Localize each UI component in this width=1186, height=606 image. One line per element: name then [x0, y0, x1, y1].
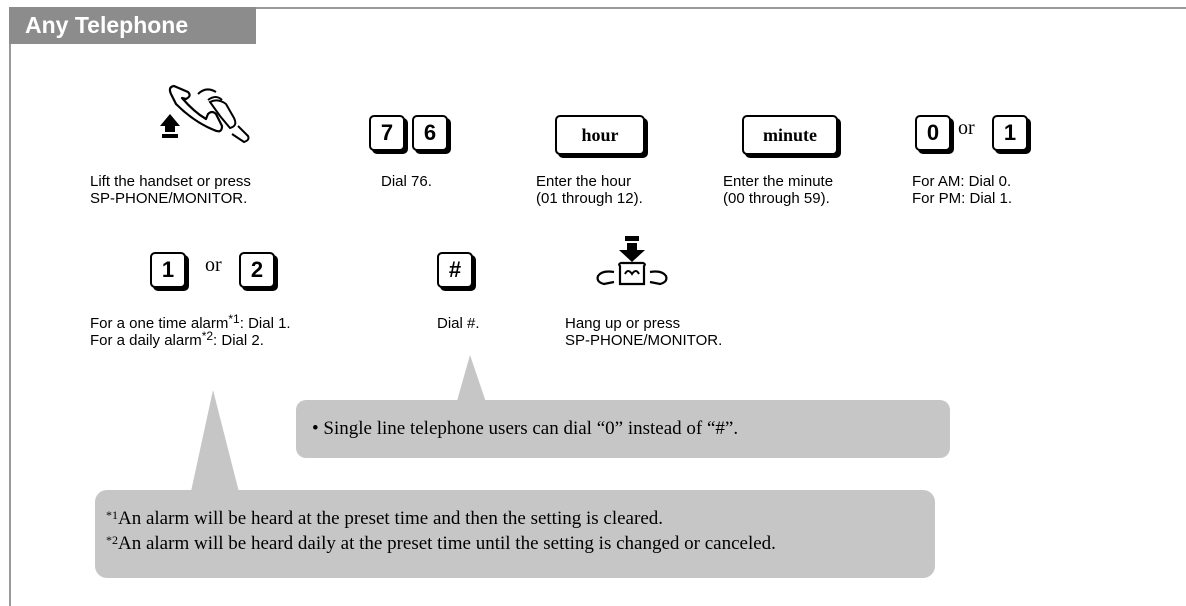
key-1[interactable]: 1 — [992, 115, 1028, 151]
key-0[interactable]: 0 — [915, 115, 951, 151]
caption-hang-up: Hang up or press SP-PHONE/MONITOR. — [565, 315, 723, 349]
key-hash[interactable]: # — [437, 252, 473, 288]
note-pointer-alarm-type — [190, 390, 240, 496]
note-single-line-telephone: • Single line telephone users can dial “… — [296, 400, 950, 458]
or-connector-alarm: or — [205, 254, 222, 276]
caption-dial-hash: Dial #. — [437, 315, 480, 332]
caption-enter-minute: Enter the minute (00 through 59). — [723, 173, 834, 207]
footnotes-box: *1An alarm will be heard at the preset t… — [95, 490, 935, 578]
footnote-2: *2An alarm will be heard daily at the pr… — [106, 533, 776, 554]
hang-up-icon — [596, 236, 668, 286]
caption-lift-handset: Lift the handset or press SP-PHONE/MONIT… — [90, 173, 251, 207]
caption-alarm-type: For a one time alarm*1: Dial 1. For a da… — [90, 312, 291, 349]
key-hour[interactable]: hour — [555, 115, 645, 155]
key-6[interactable]: 6 — [412, 115, 448, 151]
key-2-alarm[interactable]: 2 — [239, 252, 275, 288]
caption-enter-hour: Enter the hour (01 through 12). — [536, 173, 643, 207]
key-1-alarm[interactable]: 1 — [150, 252, 186, 288]
key-7[interactable]: 7 — [369, 115, 405, 151]
frame-left-border — [9, 44, 11, 606]
note-pointer-dial-hash — [455, 355, 488, 408]
or-connector-am-pm: or — [958, 117, 975, 139]
lift-handset-icon — [160, 84, 250, 144]
frame-top-border — [256, 7, 1186, 9]
footnote-1: *1An alarm will be heard at the preset t… — [106, 508, 663, 529]
key-minute[interactable]: minute — [742, 115, 838, 155]
section-tab: Any Telephone — [9, 7, 256, 44]
caption-am-pm: For AM: Dial 0. For PM: Dial 1. — [912, 173, 1013, 207]
caption-dial-76: Dial 76. — [381, 173, 432, 190]
